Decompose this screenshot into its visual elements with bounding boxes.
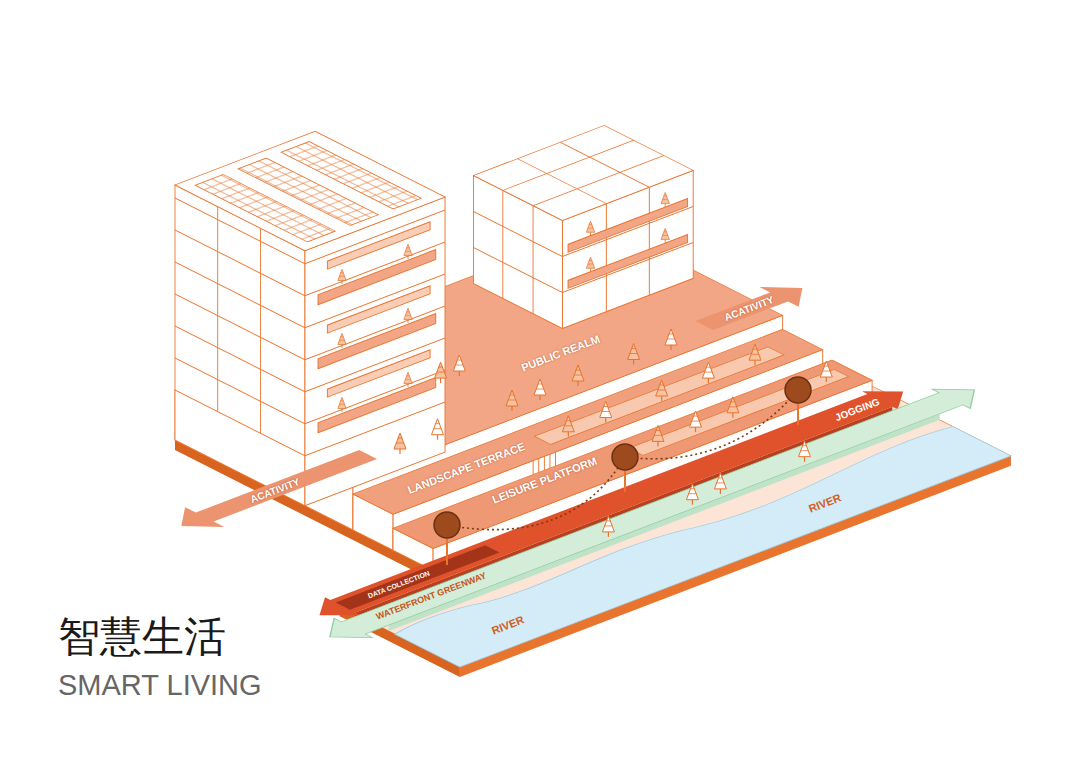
roof [175, 131, 445, 250]
activity-arrow [685, 278, 822, 335]
tree [572, 365, 584, 386]
greenway-edge [389, 414, 940, 631]
arrow-label: ACATIVITY [249, 476, 302, 505]
subtitle: SMART LIVING [58, 670, 262, 702]
arrow-label: ACATIVITY [723, 294, 776, 323]
tree [602, 516, 614, 537]
tree [661, 192, 669, 207]
tree [661, 228, 669, 243]
tree [404, 244, 412, 259]
tree [453, 355, 465, 376]
water-label: RIVER [490, 613, 526, 636]
floor-lines [305, 210, 445, 456]
sensor-node [434, 512, 460, 538]
tree [749, 344, 761, 365]
tree [586, 221, 594, 236]
water-label: RIVER [807, 491, 843, 514]
tree [432, 419, 444, 440]
left-building-roof [175, 131, 445, 250]
zone-label: LEISURE PLATFORM [491, 454, 599, 505]
tree [686, 484, 698, 505]
solar-panel [281, 142, 421, 209]
greenway-front [389, 414, 940, 631]
box-lines [473, 125, 693, 220]
river [392, 421, 1011, 667]
zone-label: PUBLIC REALM [520, 332, 602, 373]
band-label: WATERFRONT GREENWAY [376, 571, 489, 622]
tree [702, 362, 714, 383]
greenway-arrow [311, 380, 994, 646]
tree [690, 411, 702, 432]
tree [799, 441, 811, 462]
tree [665, 329, 677, 350]
sensor-network [434, 377, 811, 565]
tree [656, 380, 668, 401]
tree [714, 473, 726, 494]
arrow-label: JOGGING [833, 395, 881, 422]
roof [473, 125, 693, 220]
tree [404, 308, 412, 323]
tree [404, 372, 412, 387]
tree [727, 397, 739, 418]
greenway-top [311, 380, 994, 646]
tree [534, 379, 546, 400]
tree [600, 402, 612, 423]
sensor-node [785, 377, 811, 403]
balcony-planter [327, 286, 430, 333]
sensor-node [612, 444, 638, 470]
tree [435, 362, 447, 383]
title: 智慧生活 [58, 614, 226, 660]
tree [562, 416, 574, 437]
river-water [392, 421, 1011, 667]
tree [338, 397, 346, 412]
tree [652, 425, 664, 446]
right-building-roof [473, 125, 693, 220]
tree [586, 257, 594, 272]
tree [506, 390, 518, 411]
lamp-post [447, 403, 798, 565]
tree [338, 269, 346, 284]
balcony-planter [327, 350, 430, 397]
tree [820, 361, 832, 382]
trees [338, 192, 833, 537]
tree [628, 344, 640, 365]
tree [338, 333, 346, 348]
tree [394, 433, 406, 454]
